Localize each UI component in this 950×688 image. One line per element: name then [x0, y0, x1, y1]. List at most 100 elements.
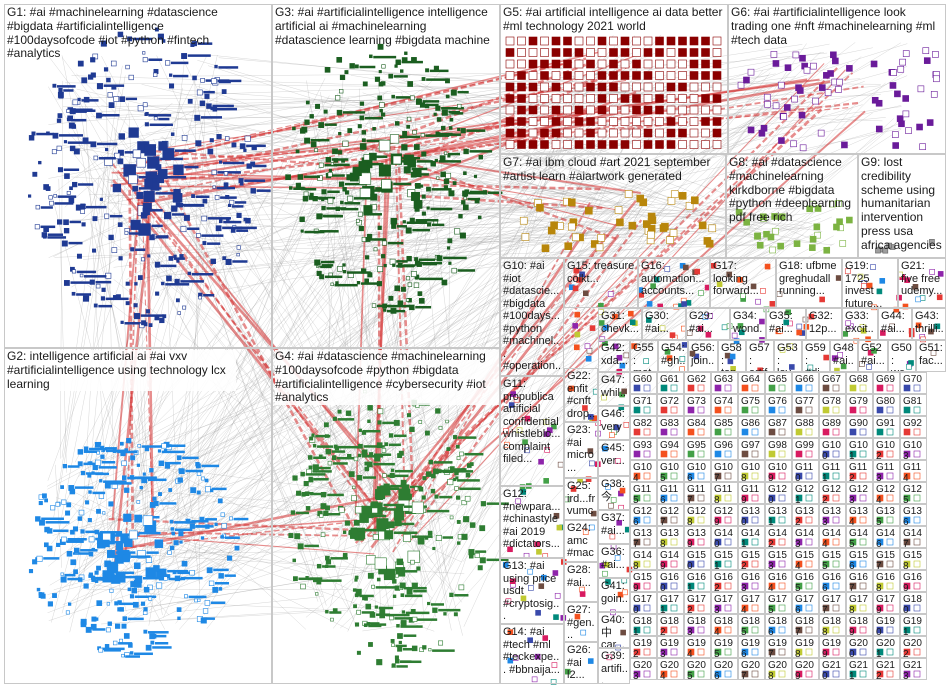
group-label-small: G191	[903, 616, 922, 636]
node	[218, 573, 224, 579]
node	[563, 105, 572, 115]
node-label	[469, 150, 493, 153]
group-box-g46: G46: very	[598, 406, 630, 440]
group-label-g44: G44: #ai...	[881, 310, 908, 335]
node	[689, 82, 699, 92]
node	[340, 200, 344, 205]
node	[777, 242, 784, 250]
edge	[79, 121, 201, 223]
node	[344, 520, 350, 526]
group-label-g11: G11: propublica artificial confidential …	[503, 378, 564, 465]
node-label	[404, 511, 417, 514]
group-label-small: G130	[741, 506, 760, 526]
node-label	[191, 273, 214, 276]
node-label	[222, 226, 243, 230]
group-box-small: G98	[765, 438, 792, 460]
edge	[62, 480, 349, 606]
node-label	[328, 513, 341, 516]
node	[687, 384, 695, 392]
node	[447, 479, 454, 486]
group-label-small: G73	[687, 396, 706, 407]
group-label-small: G125	[903, 484, 922, 504]
node	[822, 406, 830, 414]
node	[421, 194, 426, 199]
node	[703, 237, 712, 245]
group-box-g58: G58: top...	[718, 340, 746, 372]
node	[60, 485, 64, 489]
node	[438, 640, 444, 646]
group-box-small: G103	[900, 438, 927, 460]
node-label	[327, 493, 344, 497]
node	[392, 579, 397, 584]
node	[459, 451, 464, 457]
node-label	[301, 491, 314, 495]
node	[832, 406, 840, 414]
edge	[95, 584, 197, 601]
group-label-small: G157	[876, 550, 895, 570]
edge	[179, 208, 547, 630]
node	[231, 142, 237, 148]
node-label	[338, 445, 362, 449]
node	[814, 205, 822, 212]
node-label	[298, 577, 321, 581]
node	[836, 78, 843, 86]
node-label	[378, 606, 393, 610]
node	[92, 248, 97, 253]
node	[724, 384, 732, 392]
node	[574, 140, 584, 149]
node	[832, 384, 840, 392]
group-box-g43: G43: thrilli...	[912, 308, 946, 340]
node	[159, 317, 165, 324]
edge	[47, 95, 628, 567]
node-label	[36, 132, 54, 136]
node	[221, 523, 227, 529]
node-label	[224, 536, 240, 539]
node	[567, 222, 576, 231]
group-box-g10: G10: #ai #iot #datascie... #bigdata #100…	[500, 258, 564, 376]
node	[363, 205, 373, 215]
node-label	[141, 445, 165, 448]
node	[643, 48, 653, 57]
node-label	[160, 264, 177, 268]
node	[823, 72, 830, 79]
group-box-small: G171	[657, 592, 684, 614]
node	[540, 94, 549, 103]
group-label-small: G134	[849, 506, 868, 526]
node	[453, 435, 458, 440]
node-label	[200, 116, 223, 119]
node	[336, 57, 343, 63]
node-label	[304, 544, 319, 548]
group-label-g42: G42: xda...	[601, 342, 628, 367]
group-label-small: G198	[795, 638, 814, 658]
node	[772, 60, 780, 67]
node	[382, 303, 388, 309]
node-label	[425, 103, 439, 107]
group-box-small: G129	[711, 504, 738, 526]
node	[168, 488, 173, 492]
group-box-small: G123	[846, 482, 873, 504]
node-label	[303, 175, 320, 179]
edge	[406, 101, 837, 529]
node	[142, 207, 150, 216]
node	[63, 140, 68, 144]
edge	[94, 49, 577, 622]
group-label-small: G138	[660, 528, 679, 548]
node	[427, 530, 433, 536]
node	[320, 532, 326, 537]
node	[377, 43, 384, 50]
group-box-small: G189	[846, 614, 873, 636]
node	[689, 36, 699, 46]
node	[170, 132, 175, 136]
node	[425, 68, 430, 73]
group-label-small: G91	[876, 418, 895, 429]
node	[633, 406, 641, 414]
node	[655, 71, 664, 80]
node-label	[312, 470, 332, 473]
node	[655, 94, 664, 103]
node	[335, 281, 339, 285]
node	[478, 154, 484, 160]
node-label	[415, 219, 439, 222]
node-label	[415, 618, 438, 621]
node-label	[402, 156, 421, 160]
node	[164, 463, 171, 469]
